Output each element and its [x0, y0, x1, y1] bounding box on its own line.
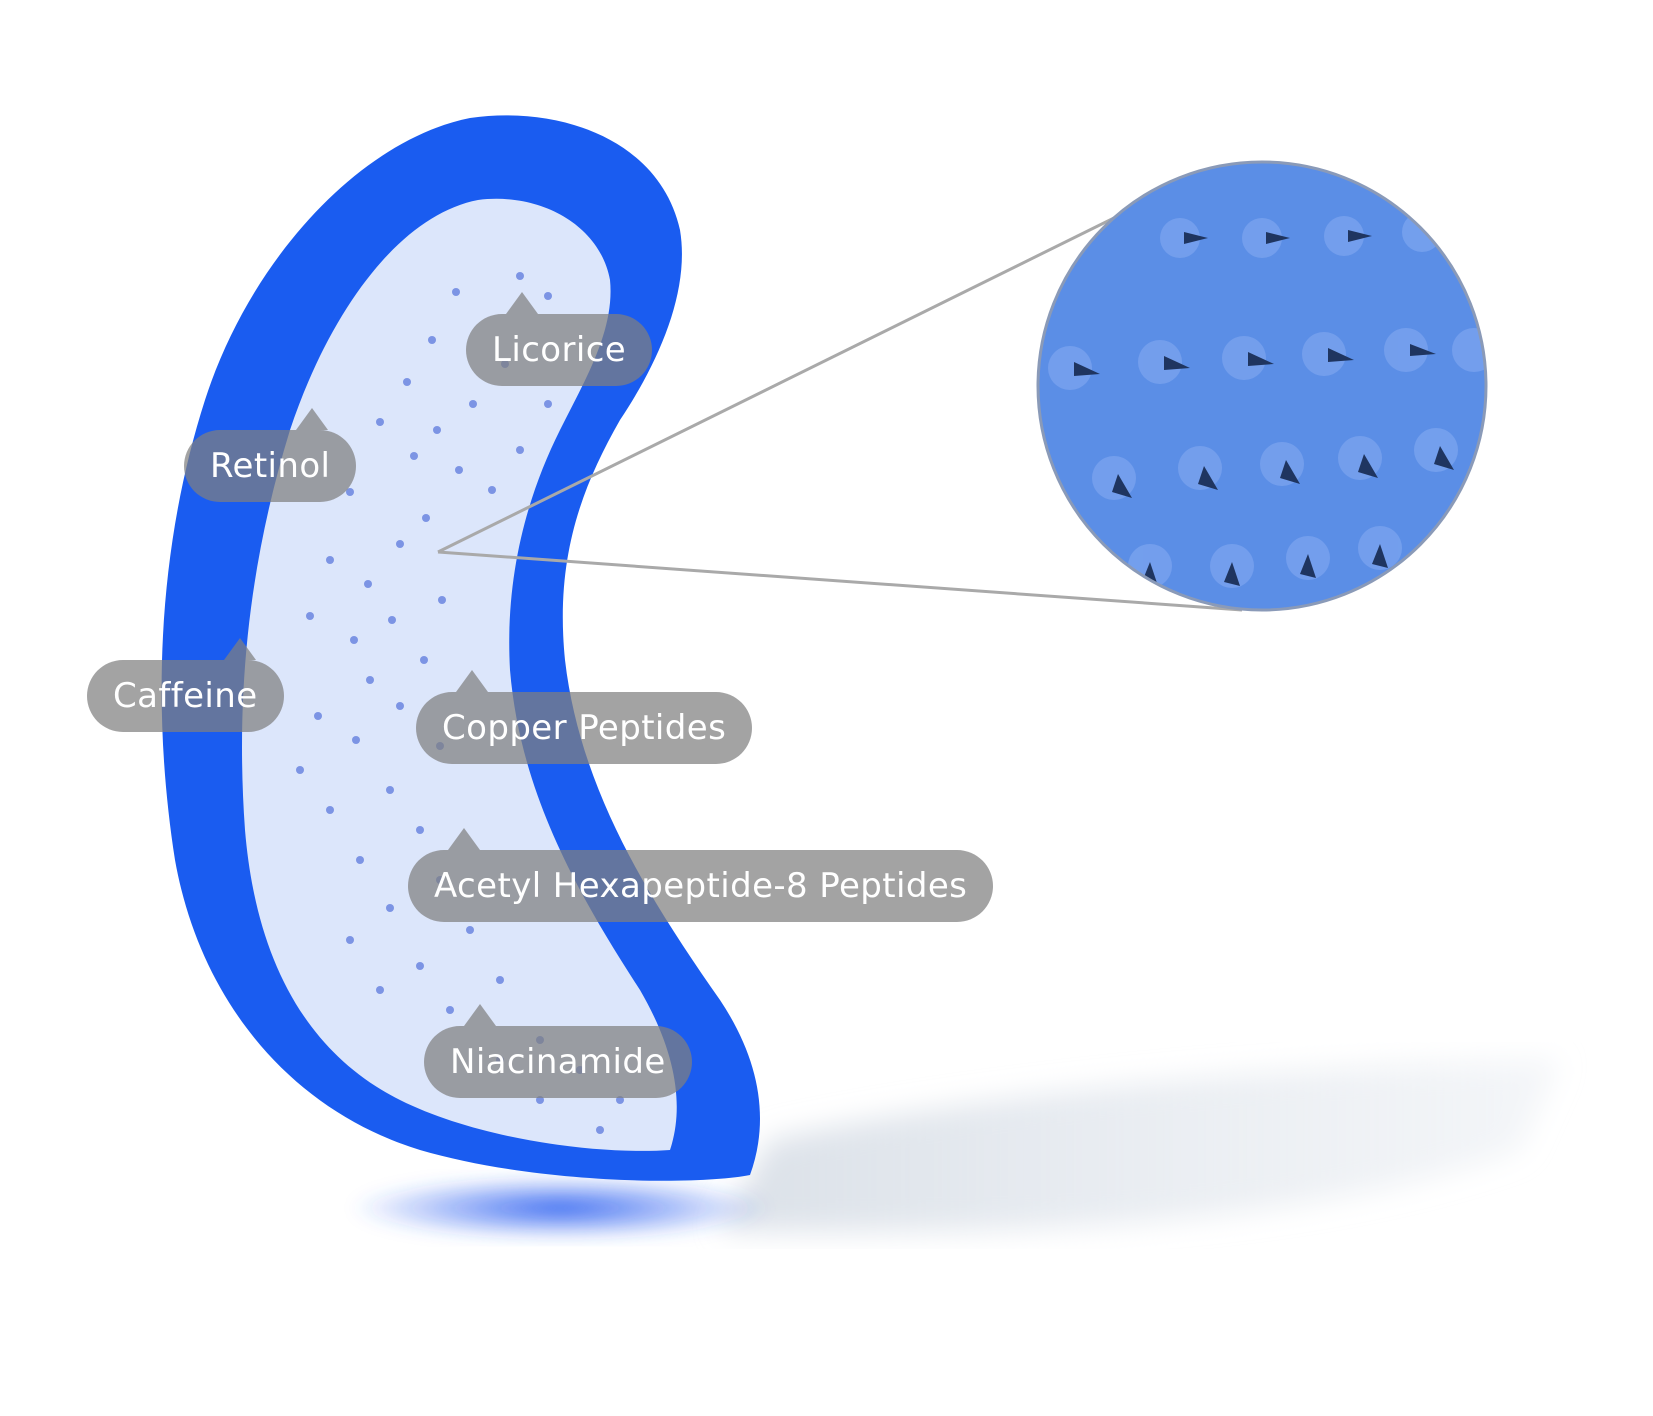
- zoom-circle: [1036, 160, 1488, 612]
- ground-shadow: [720, 1060, 1560, 1232]
- patch-reflection: [350, 1176, 770, 1240]
- ingredient-label-copper-peptides: Copper Peptides: [416, 670, 753, 764]
- ingredient-label-caffeine: Caffeine: [87, 638, 284, 732]
- magnified-microneedles: [1048, 212, 1486, 588]
- ingredient-label-acetyl-hexapeptide: Acetyl Hexapeptide-8 Peptides: [408, 828, 994, 922]
- ingredient-label-niacinamide: Niacinamide: [424, 1004, 692, 1098]
- callout-lines: [437, 214, 1243, 612]
- ingredient-label-licorice: Licorice: [466, 292, 653, 386]
- ingredient-label-retinol: Retinol: [184, 408, 357, 502]
